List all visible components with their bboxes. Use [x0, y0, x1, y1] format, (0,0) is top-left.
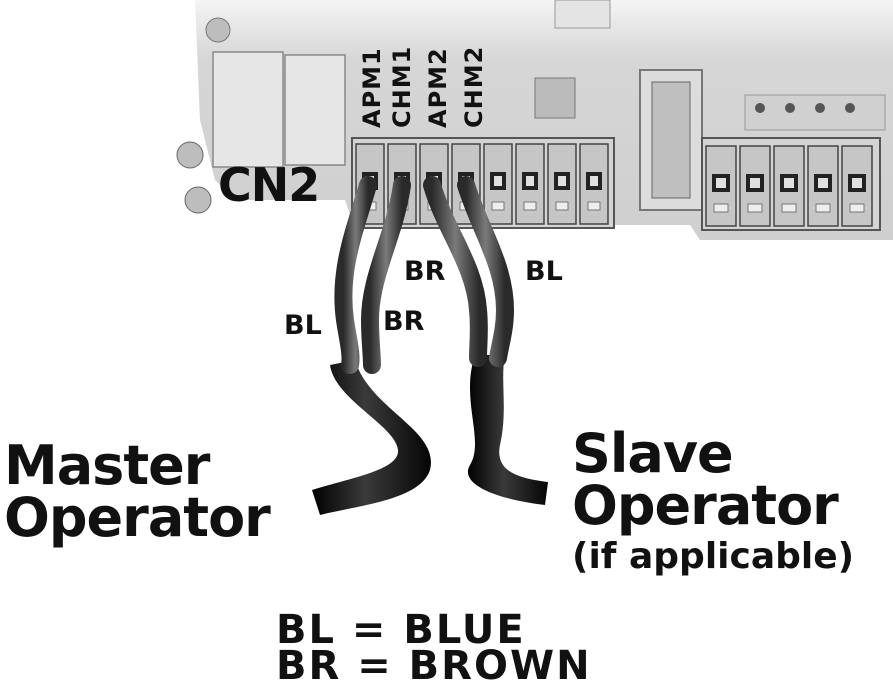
right-terminal-2: [739, 145, 771, 227]
led-strip: [744, 94, 886, 131]
master-cable: [312, 360, 431, 515]
wire-label-slave-br: BR: [404, 256, 446, 287]
slave-operator-line1: Slave: [572, 422, 734, 485]
small-component: [534, 77, 576, 119]
relay-component-2: [284, 54, 346, 166]
master-operator-line1: Master: [4, 434, 210, 497]
pin-label-chm2: CHM2: [460, 45, 488, 128]
led-4: [845, 103, 855, 113]
pin-label-apm2: APM2: [424, 47, 452, 128]
right-terminal-4: [807, 145, 839, 227]
led-2: [785, 103, 795, 113]
led-1: [755, 103, 765, 113]
right-terminal-5: [841, 145, 873, 227]
wire-label-master-br: BR: [383, 306, 425, 337]
cn2-terminal-5: [483, 143, 513, 225]
slave-cable: [467, 355, 548, 505]
chip-top: [554, 0, 611, 29]
cn2-terminal-7: [547, 143, 577, 225]
wire-label-slave-bl: BL: [525, 256, 563, 287]
right-terminal-3: [773, 145, 805, 227]
pin-label-apm1: APM1: [358, 47, 386, 128]
slave-operator-note: (if applicable): [572, 536, 855, 577]
legend-brown: BR = BROWN: [276, 643, 592, 686]
led-3: [815, 103, 825, 113]
capacitor-left-1: [176, 141, 204, 169]
slave-operator-label: Slave Operator: [572, 422, 839, 537]
slave-operator-line2: Operator: [572, 474, 839, 537]
master-operator-line2: Operator: [4, 486, 271, 549]
master-operator-label: Master Operator: [4, 434, 271, 549]
legend-blue: BL = BLUE: [276, 607, 526, 653]
pin-label-chm1: CHM1: [388, 45, 416, 128]
right-terminal-1: [705, 145, 737, 227]
slave-wire-bl: [457, 176, 515, 367]
capacitor-top: [205, 17, 231, 43]
cn2-terminal-8: [579, 143, 609, 225]
connector-name: CN2: [218, 158, 320, 212]
master-wire-bl: [334, 176, 377, 374]
fuse: [651, 81, 691, 199]
color-legend: BL = BLUE BR = BROWN: [276, 607, 592, 686]
cn2-terminal-6: [515, 143, 545, 225]
master-wire-br: [360, 176, 411, 374]
right-terminal-block: [701, 137, 881, 231]
capacitor-left-2: [184, 186, 212, 214]
slave-wire-br: [423, 176, 488, 367]
wire-label-master-bl: BL: [284, 310, 322, 341]
relay-component-1: [212, 51, 284, 168]
